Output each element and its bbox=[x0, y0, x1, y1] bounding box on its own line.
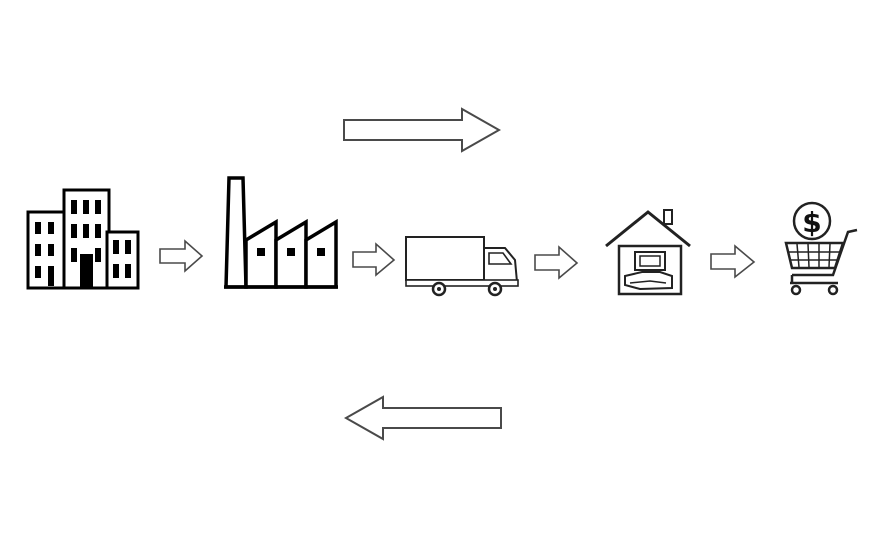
step-arrow-1 bbox=[159, 239, 204, 273]
office-building-icon bbox=[26, 188, 140, 290]
factory-icon bbox=[224, 176, 338, 289]
step-arrow-4 bbox=[710, 244, 756, 279]
shopping-cart-icon: $ bbox=[784, 201, 858, 296]
warehouse-icon bbox=[605, 209, 691, 296]
bottom-flow-arrow bbox=[343, 395, 502, 441]
dollar-coin-icon bbox=[792, 201, 832, 241]
step-arrow-3 bbox=[534, 245, 579, 280]
step-arrow-2 bbox=[352, 242, 396, 277]
delivery-truck-icon bbox=[405, 236, 519, 297]
top-flow-arrow bbox=[343, 107, 502, 153]
cart-currency-symbol: $ bbox=[802, 206, 821, 239]
